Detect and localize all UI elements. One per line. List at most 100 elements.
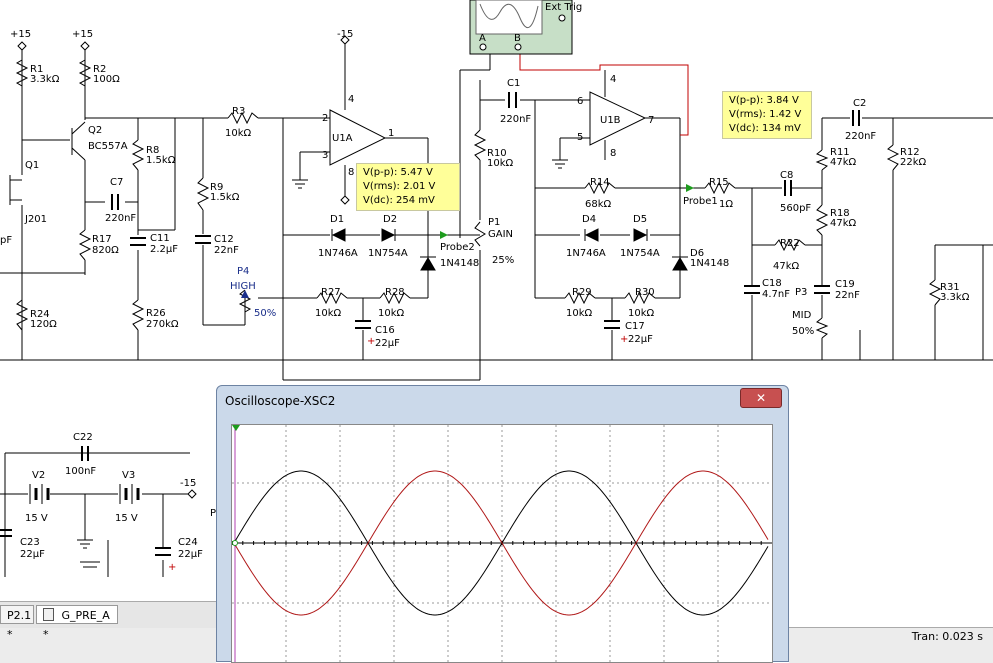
- value-p3: MID: [792, 310, 812, 321]
- label-r26: R26: [146, 308, 166, 319]
- value-c24: 22µF: [178, 549, 203, 560]
- value-d1: 1N746A: [318, 248, 358, 259]
- supply-plus15-left: +15: [10, 29, 31, 40]
- label-q1: Q1: [25, 160, 39, 171]
- value-d2: 1N754A: [368, 248, 408, 259]
- probe2-marker[interactable]: [440, 231, 448, 239]
- value-r18: 47kΩ: [830, 218, 857, 229]
- tab-g-pre-a-label: G_PRE_A *: [43, 609, 110, 641]
- label-r8: R8: [146, 145, 159, 156]
- op-amp-u1b[interactable]: 6 5 7 4 8: [577, 70, 654, 160]
- close-button[interactable]: ✕: [740, 388, 782, 408]
- component-labels: +15 +15 -15 -15 R1 3.3kΩ R2 100Ω Q2 BC55…: [0, 29, 970, 573]
- value-r24: 120Ω: [30, 319, 57, 330]
- probe1-marker[interactable]: [686, 184, 694, 192]
- label-r1: R1: [30, 64, 43, 75]
- supply-terminals: [17, 35, 350, 499]
- oscilloscope-instrument[interactable]: Ext Trig A B: [469, 0, 582, 55]
- label-probe2: Probe2: [440, 242, 475, 253]
- value-c19: 22nF: [835, 290, 860, 301]
- label-r2: R2: [93, 64, 106, 75]
- label-c7: C7: [110, 177, 123, 188]
- trigger-marker: [232, 425, 240, 431]
- supply-minus15-bottom: -15: [180, 478, 196, 489]
- status-bar: Tran: 0.023 s: [789, 627, 993, 663]
- oscilloscope-window[interactable]: Oscilloscope-XSC2 ✕: [216, 385, 789, 663]
- value-r11: 47kΩ: [830, 157, 857, 168]
- value-r9: 1.5kΩ: [210, 192, 240, 203]
- label-c17: C17: [625, 321, 645, 332]
- svg-text:7: 7: [648, 115, 654, 126]
- oscilloscope-title: Oscilloscope-XSC2: [225, 394, 336, 408]
- label-c8: C8: [780, 170, 793, 181]
- value-c22: 100nF: [65, 466, 96, 477]
- label-r17: R17: [92, 234, 112, 245]
- label-r30: R30: [635, 287, 655, 298]
- value-r22: 47kΩ: [773, 261, 800, 272]
- value-p1: GAIN: [488, 229, 513, 240]
- oscilloscope-display: [232, 425, 772, 662]
- polarity-c24: +: [168, 562, 176, 573]
- diodes: [331, 228, 688, 271]
- label-q2: Q2: [88, 125, 102, 136]
- label-r14: R14: [590, 177, 610, 188]
- value-v2: 15 V: [25, 513, 48, 524]
- polarity-c17: +: [620, 334, 628, 345]
- value-r28: 10kΩ: [378, 308, 405, 319]
- label-c22: C22: [73, 432, 93, 443]
- value-r17: 820Ω: [92, 245, 119, 256]
- transistor-q2: [71, 121, 86, 161]
- label-r24: R24: [30, 309, 50, 320]
- value-r27: 10kΩ: [315, 308, 342, 319]
- percent-p3: 50%: [792, 326, 814, 337]
- value-r12: 22kΩ: [900, 157, 927, 168]
- label-r9: R9: [210, 182, 223, 193]
- value-c7: 220nF: [105, 213, 136, 224]
- svg-text:8: 8: [348, 167, 354, 178]
- value-c12: 22nF: [214, 245, 239, 256]
- probe2-vrms: V(rms): 2.01 V: [363, 181, 436, 192]
- percent-p1: 25%: [492, 255, 514, 266]
- probe2-vdc: V(dc): 254 mV: [363, 195, 435, 206]
- ground-symbols: [77, 159, 568, 568]
- label-u1b: U1B: [600, 115, 621, 126]
- label-r31: R31: [940, 282, 960, 293]
- label-r18: R18: [830, 208, 850, 219]
- schematic-wires: [0, 40, 993, 577]
- label-v3: V3: [122, 470, 135, 481]
- value-q1: J201: [24, 214, 47, 225]
- probe2-readout[interactable]: V(p-p): 5.47 V V(rms): 2.01 V V(dc): 254…: [356, 163, 460, 211]
- label-r3: R3: [232, 106, 245, 117]
- capacitors: [0, 92, 860, 556]
- value-q2: BC557A: [88, 141, 128, 152]
- probe1-readout[interactable]: V(p-p): 3.84 V V(rms): 1.42 V V(dc): 134…: [722, 91, 812, 139]
- value-d5: 1N754A: [620, 248, 660, 259]
- polarity-c16: +: [367, 336, 375, 347]
- label-r15: R15: [709, 177, 729, 188]
- tab-p2-1-label: P2.1 *: [7, 609, 32, 641]
- label-c1: C1: [507, 78, 520, 89]
- label-c12: C12: [214, 234, 234, 245]
- value-r8: 1.5kΩ: [146, 155, 176, 166]
- tab-p2-1[interactable]: P2.1 *: [0, 605, 34, 641]
- label-u1a: U1A: [332, 133, 353, 144]
- label-p1: P1: [488, 217, 500, 228]
- probe1-vpp: V(p-p): 3.84 V: [729, 95, 799, 106]
- label-c24: C24: [178, 537, 198, 548]
- label-c11: C11: [150, 233, 170, 244]
- ext-trig-label: Ext Trig: [545, 2, 582, 13]
- tab-g-pre-a[interactable]: G_PRE_A *: [36, 605, 118, 641]
- p4-wiper-arrow[interactable]: [241, 290, 249, 298]
- value-r3: 10kΩ: [225, 128, 252, 139]
- value-r29: 10kΩ: [566, 308, 593, 319]
- value-d3: 1N4148: [440, 258, 479, 269]
- label-c2: C2: [853, 98, 866, 109]
- probe1-vrms: V(rms): 1.42 V: [729, 109, 802, 120]
- value-r30: 10kΩ: [628, 308, 655, 319]
- oscilloscope-screen[interactable]: [231, 424, 773, 663]
- supply-plus15-right: +15: [72, 29, 93, 40]
- label-probe1: Probe1: [683, 196, 718, 207]
- op-amp-u1a[interactable]: 2 3 1 4 8: [322, 94, 394, 178]
- svg-text:4: 4: [348, 94, 354, 105]
